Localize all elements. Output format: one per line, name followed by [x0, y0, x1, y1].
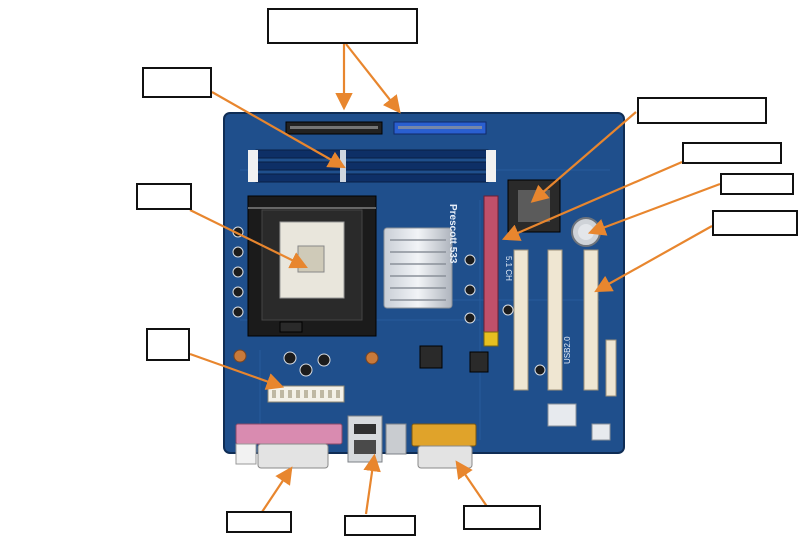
label-box-power-connector[interactable] — [146, 328, 190, 361]
label-box-cmos-battery[interactable] — [720, 173, 794, 195]
inductors — [233, 349, 379, 365]
chipset-heatsink — [383, 227, 453, 309]
cpu-socket — [247, 195, 377, 337]
usb-label-text: USB2.0 — [563, 336, 572, 364]
arrow-battery — [587, 182, 721, 236]
io-chip — [547, 403, 611, 441]
label-box-north-bridge[interactable] — [637, 97, 767, 124]
arrow-parallel — [261, 466, 293, 513]
arrow-cpu — [189, 209, 308, 269]
memory-slots — [248, 149, 496, 183]
callout-arrows — [189, 43, 721, 515]
vga-port — [411, 423, 477, 469]
label-box-parallel-port[interactable] — [226, 511, 292, 533]
arrow-memory — [211, 91, 346, 169]
label-box-agp-slot[interactable] — [682, 142, 782, 164]
label-box-pci-slots[interactable] — [712, 210, 798, 236]
agp-slot — [483, 195, 499, 347]
north-bridge-chip — [507, 179, 561, 233]
ide-connectors — [285, 121, 487, 135]
arrow-vga — [455, 460, 489, 509]
atx-power-connector — [267, 385, 345, 403]
audio-label-text: 5.1 CH — [504, 256, 513, 281]
arrow-pci — [594, 225, 713, 293]
label-box-vga-port[interactable] — [463, 505, 541, 530]
misc-chips — [279, 321, 489, 373]
arrow-usb — [363, 453, 381, 515]
capacitors — [232, 226, 546, 377]
arrow-power — [189, 352, 285, 390]
arrow-agp — [501, 160, 683, 241]
cpu-brand-text: Prescott 533 — [447, 204, 458, 264]
parallel-port — [235, 423, 343, 469]
arrow-top-right — [345, 43, 401, 114]
arrow-northbridge — [530, 111, 637, 203]
cmos-battery — [571, 217, 601, 247]
label-box-memory-slots[interactable] — [142, 67, 212, 98]
label-box-cpu-socket[interactable] — [136, 183, 192, 210]
label-box-usb-lan-ports[interactable] — [344, 515, 416, 536]
label-box-top-center[interactable] — [267, 8, 418, 44]
